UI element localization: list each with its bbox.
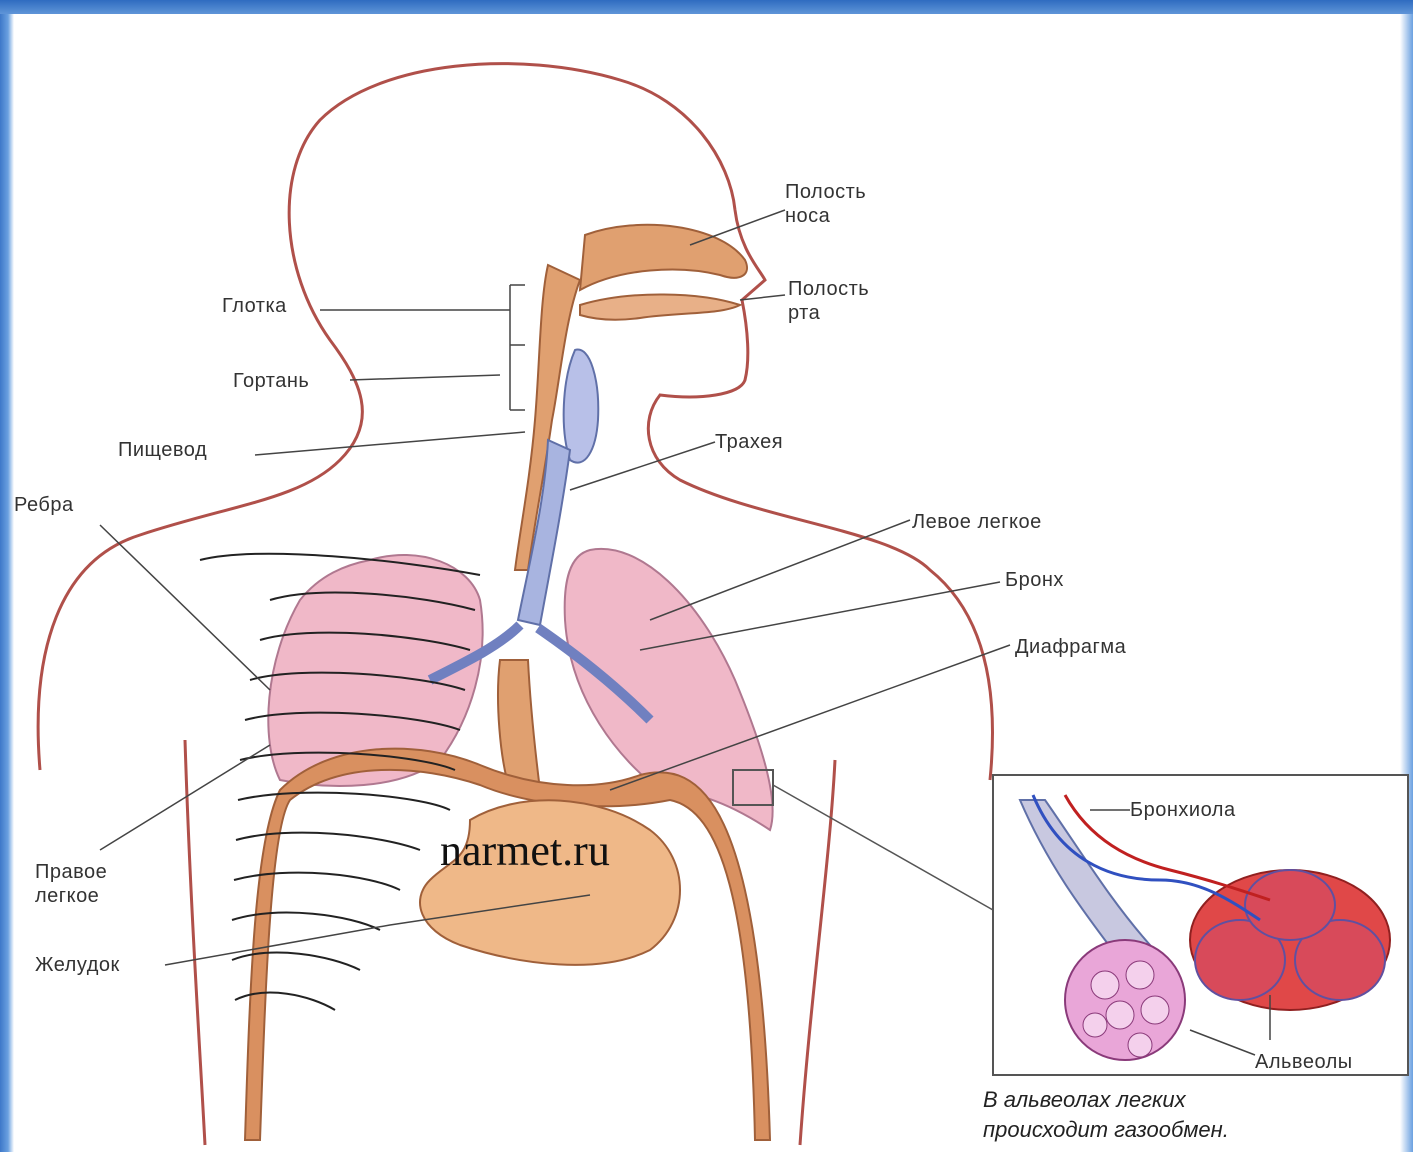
- label-larynx: Гортань: [233, 369, 309, 393]
- label-oral-cavity: Полость рта: [788, 277, 869, 325]
- inset-pointer-lines: [773, 785, 993, 910]
- esophagus-lower: [498, 660, 540, 790]
- larynx: [564, 350, 599, 463]
- label-alveoli: Альвеолы: [1255, 1050, 1353, 1074]
- alveoli-cluster-vessels: [1190, 870, 1390, 1010]
- label-esophagus: Пищевод: [118, 438, 207, 462]
- label-stomach: Желудок: [35, 953, 120, 977]
- watermark: narmet.ru: [440, 825, 610, 876]
- label-bronchiole: Бронхиола: [1130, 798, 1236, 822]
- alveoli-cluster-cutaway: [1065, 940, 1185, 1060]
- label-left-lung: Левое легкое: [912, 510, 1042, 534]
- oral-cavity: [580, 294, 740, 319]
- label-pharynx: Глотка: [222, 294, 287, 318]
- nasal-cavity: [580, 225, 747, 290]
- label-ribs: Ребра: [14, 493, 74, 517]
- label-nasal-cavity: Полость носа: [785, 180, 866, 228]
- inset-caption: В альвеолах легких происходит газообмен.: [983, 1085, 1229, 1145]
- label-bronchus: Бронх: [1005, 568, 1064, 592]
- label-right-lung: Правое легкое: [35, 860, 107, 908]
- label-trachea: Трахея: [715, 430, 783, 454]
- label-diaphragm: Диафрагма: [1015, 635, 1126, 659]
